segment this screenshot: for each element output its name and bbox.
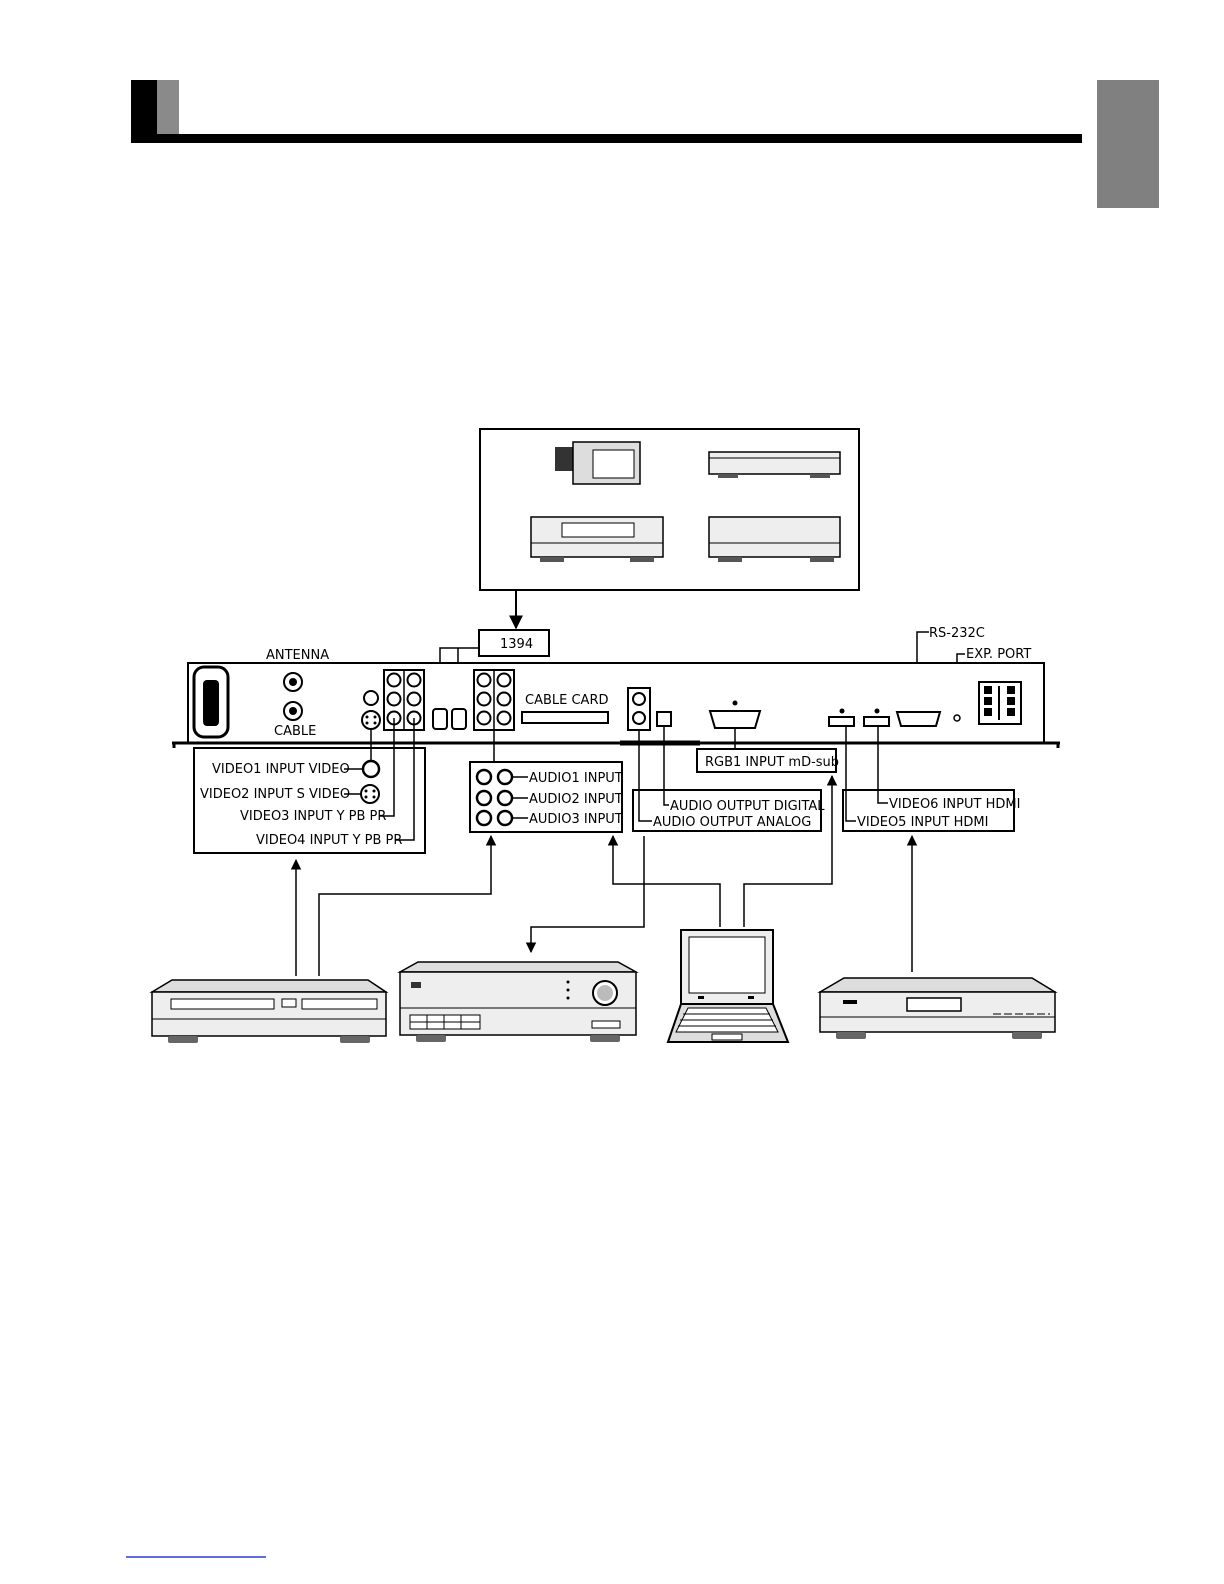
component-jacks xyxy=(384,670,424,730)
label-cable: CABLE xyxy=(274,724,316,739)
label-audio-analog: AUDIO OUTPUT ANALOG xyxy=(653,815,811,830)
dvd-player-icon xyxy=(152,980,386,1043)
laptop-icon xyxy=(668,930,788,1042)
label-audio2: AUDIO2 INPUT xyxy=(529,792,623,807)
ieee1394-devices-box xyxy=(480,429,859,590)
vcr-icon xyxy=(531,517,663,562)
label-audio3: AUDIO3 INPUT xyxy=(529,812,623,827)
speaker-terminals-icon xyxy=(979,682,1021,724)
label-audio-digital: AUDIO OUTPUT DIGITAL xyxy=(670,799,825,814)
ieee1394-port-2-icon xyxy=(452,709,466,729)
cable-card-slot xyxy=(522,712,608,723)
set-top-box-icon xyxy=(709,517,840,562)
label-video3: VIDEO3 INPUT Y PB PR xyxy=(240,809,386,824)
label-rs232c: RS-232C xyxy=(929,626,985,641)
label-audio1: AUDIO1 INPUT xyxy=(529,771,623,786)
audio-jacks xyxy=(474,670,514,730)
label-video6: VIDEO6 INPUT HDMI xyxy=(889,797,1020,812)
label-exp-port: EXP. PORT xyxy=(966,647,1031,662)
rs232c-port-icon xyxy=(897,712,940,726)
av-receiver-icon xyxy=(400,962,636,1042)
label-1394: 1394 xyxy=(500,637,533,652)
label-antenna: ANTENNA xyxy=(266,648,329,663)
label-rgb1: RGB1 INPUT mD-sub xyxy=(705,755,839,770)
tv-rear-panel: CABLE xyxy=(172,663,1060,748)
hdmi-player-icon xyxy=(820,978,1055,1039)
label-video2: VIDEO2 INPUT S VIDEO xyxy=(200,787,350,802)
optical-out-icon xyxy=(657,712,671,726)
ieee1394-port-1-icon xyxy=(433,709,447,729)
label-video4: VIDEO4 INPUT Y PB PR xyxy=(256,833,402,848)
label-video5: VIDEO5 INPUT HDMI xyxy=(857,815,988,830)
label-cable-card: CABLE CARD xyxy=(525,693,609,708)
flat-player-icon xyxy=(709,452,840,478)
label-video1: VIDEO1 INPUT VIDEO xyxy=(212,762,350,777)
